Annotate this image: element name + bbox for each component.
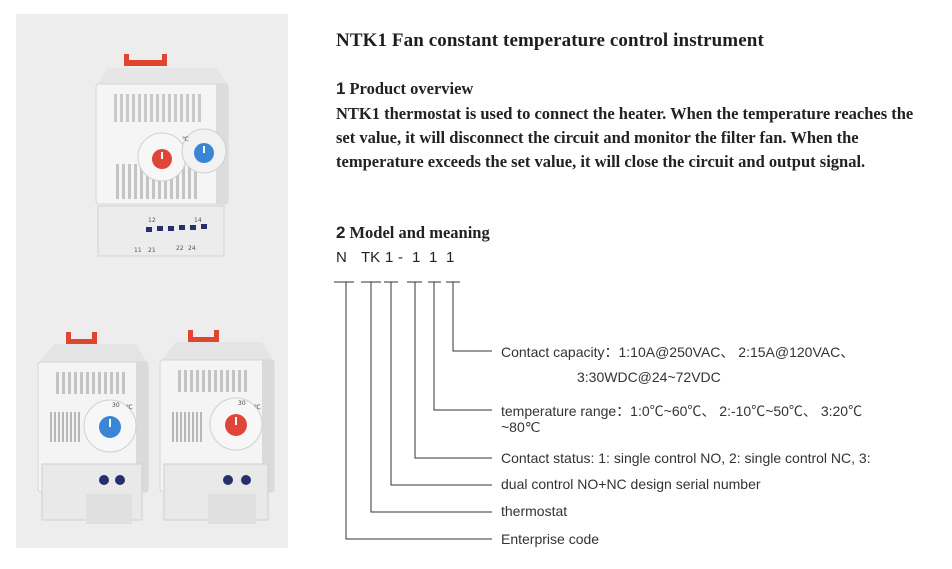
- desc-temperature-range-cont: ~80℃: [501, 419, 541, 435]
- desc-contact-capacity: Contact capacity：1:10A@250VAC、 2:15A@120…: [501, 344, 855, 360]
- terminal-label: 21: [148, 247, 156, 254]
- product-photo-panel: ℃ 12 14 11 21 22 24: [16, 14, 288, 548]
- dial-unit-label: ℃: [126, 404, 133, 411]
- leader-line: [452, 282, 492, 352]
- red-thermostat-photo: ℃ 30: [159, 330, 275, 524]
- leader-line: [414, 282, 492, 459]
- desc-design-serial: dual control NO+NC design serial number: [501, 476, 761, 492]
- section-number: 1: [336, 79, 346, 98]
- desc-contact-capacity-cont: 3:30WDC@24~72VDC: [577, 369, 721, 385]
- dial-scale-label: 30: [238, 400, 246, 407]
- terminal-label: 14: [194, 217, 202, 224]
- terminal-label: 12: [148, 217, 156, 224]
- terminal-label: 22: [176, 245, 184, 252]
- terminal-label: 11: [134, 247, 142, 254]
- leader-line: [345, 282, 492, 540]
- desc-contact-status: Contact status: 1: single control NO, 2:…: [501, 450, 871, 466]
- terminal-label: 24: [188, 245, 196, 252]
- section-number: 2: [336, 223, 346, 242]
- model-code-char: 1: [429, 249, 438, 266]
- product-photo: ℃ 12 14 11 21 22 24: [37, 54, 275, 524]
- section-title: Model and meaning: [349, 223, 490, 242]
- model-code-char: N: [336, 249, 347, 266]
- leader-line: [433, 282, 492, 411]
- dial-scale-label: 30: [112, 402, 120, 409]
- dial-unit-label: ℃: [182, 136, 189, 143]
- blue-thermostat-photo: ℃ 30: [37, 332, 149, 524]
- mounting-clip: [66, 332, 97, 346]
- model-code-char: -: [398, 249, 403, 266]
- desc-temperature-range: temperature range：1:0℃~60℃、 2:-10℃~50℃、 …: [501, 403, 863, 419]
- dial-unit-label: ℃: [254, 404, 261, 411]
- desc-thermostat: thermostat: [501, 503, 568, 519]
- mounting-clip: [124, 54, 167, 66]
- leader-line: [390, 282, 492, 486]
- model-code-char: TK: [361, 249, 381, 266]
- desc-enterprise-code: Enterprise code: [501, 531, 600, 547]
- model-code-char: 1: [385, 249, 394, 266]
- overview-paragraph: NTK1 thermostat is used to connect the h…: [336, 104, 914, 171]
- model-code-char: 1: [412, 249, 421, 266]
- model-code-char: 1: [446, 249, 455, 266]
- leader-line: [370, 282, 492, 513]
- dual-thermostat-photo: ℃ 12 14 11 21 22 24: [95, 54, 229, 257]
- mounting-clip: [188, 330, 219, 344]
- page-title: NTK1 Fan constant temperature control in…: [336, 30, 764, 51]
- section-title: Product overview: [349, 79, 474, 98]
